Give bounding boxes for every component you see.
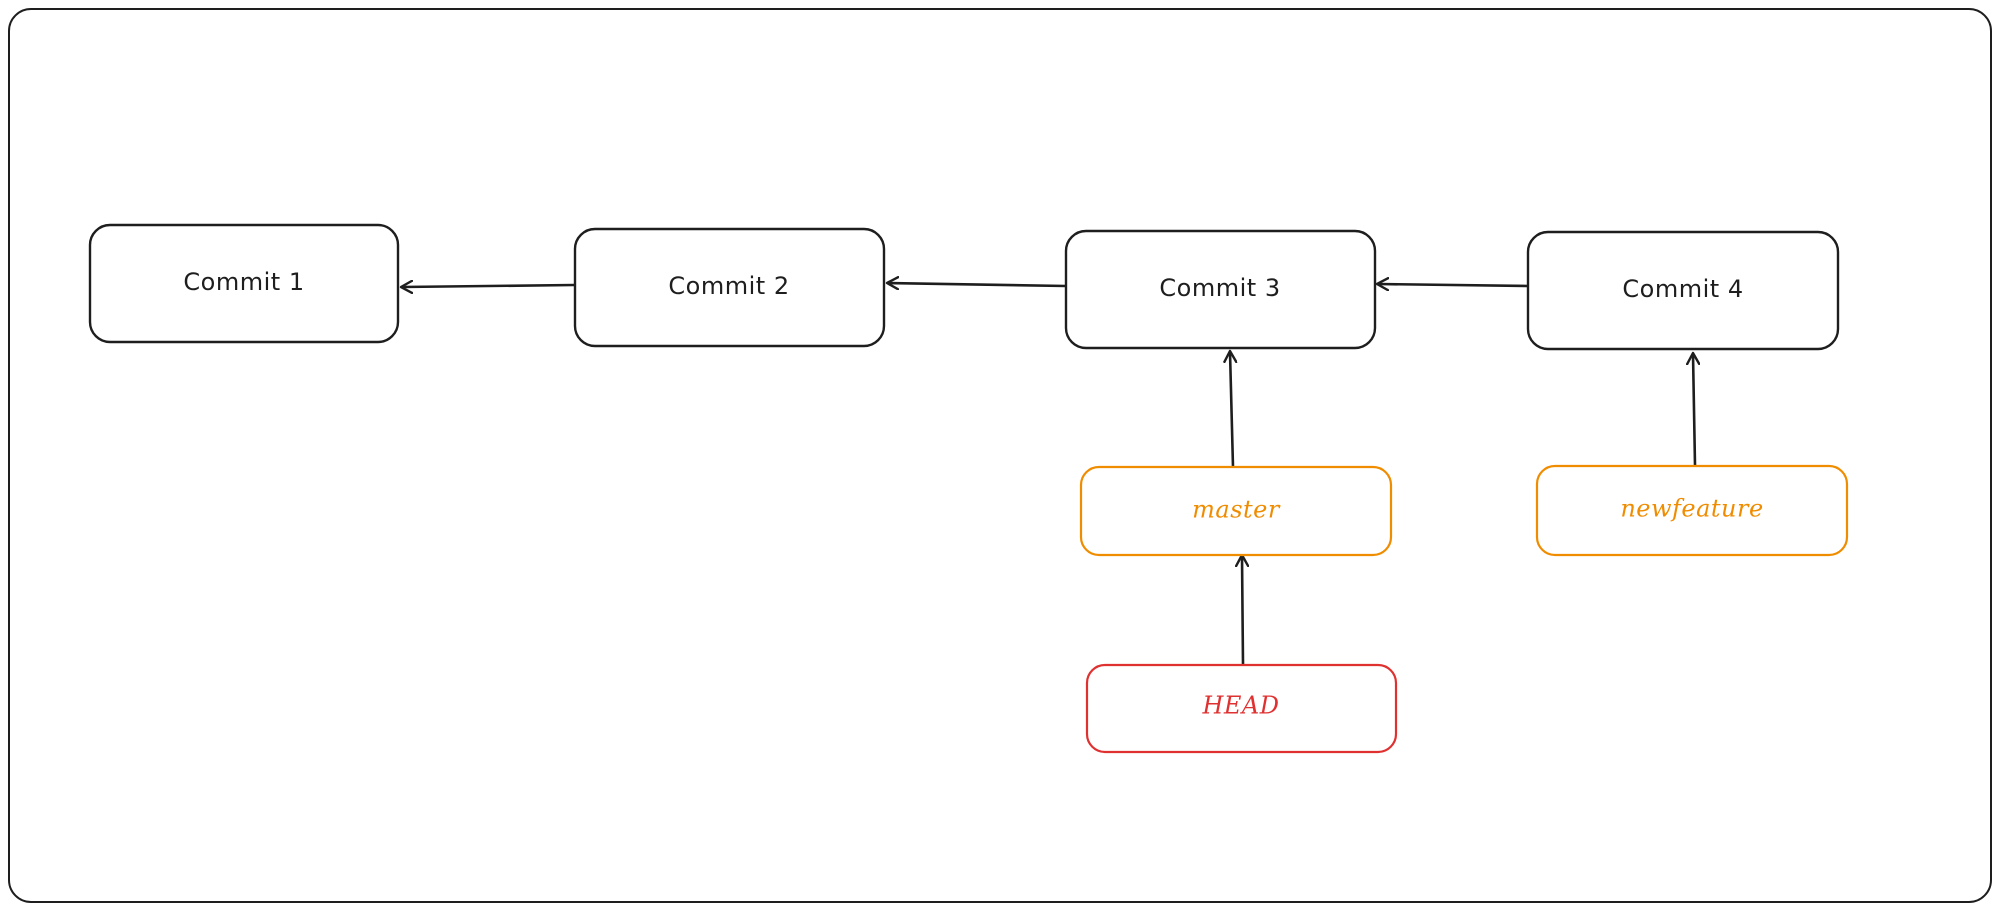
commit-label: Commit 2 bbox=[668, 272, 789, 300]
arrow-commit-3-to-commit-2 bbox=[888, 283, 1068, 286]
canvas-frame bbox=[8, 8, 1992, 903]
head-node[interactable]: HEAD bbox=[1085, 663, 1398, 754]
commit-node-3[interactable]: Commit 3 bbox=[1064, 229, 1377, 350]
commit-node-2[interactable]: Commit 2 bbox=[573, 227, 886, 348]
commit-label: Commit 4 bbox=[1622, 275, 1743, 303]
arrow-newfeature-to-commit-4 bbox=[1693, 354, 1695, 467]
arrow-commit-2-to-commit-1 bbox=[402, 285, 576, 287]
head-label: HEAD bbox=[1201, 692, 1279, 720]
branch-node-master[interactable]: master bbox=[1079, 465, 1393, 557]
commit-node-4[interactable]: Commit 4 bbox=[1526, 230, 1840, 351]
branch-node-newfeature[interactable]: newfeature bbox=[1535, 464, 1849, 557]
branch-label: master bbox=[1192, 496, 1281, 524]
commit-label: Commit 1 bbox=[183, 268, 304, 296]
commit-node-1[interactable]: Commit 1 bbox=[88, 223, 400, 344]
arrow-head-to-master bbox=[1242, 556, 1243, 666]
arrow-commit-4-to-commit-3 bbox=[1378, 284, 1530, 286]
arrow-master-to-commit-3 bbox=[1230, 352, 1233, 469]
commit-label: Commit 3 bbox=[1159, 274, 1280, 302]
branch-label: newfeature bbox=[1620, 495, 1763, 523]
